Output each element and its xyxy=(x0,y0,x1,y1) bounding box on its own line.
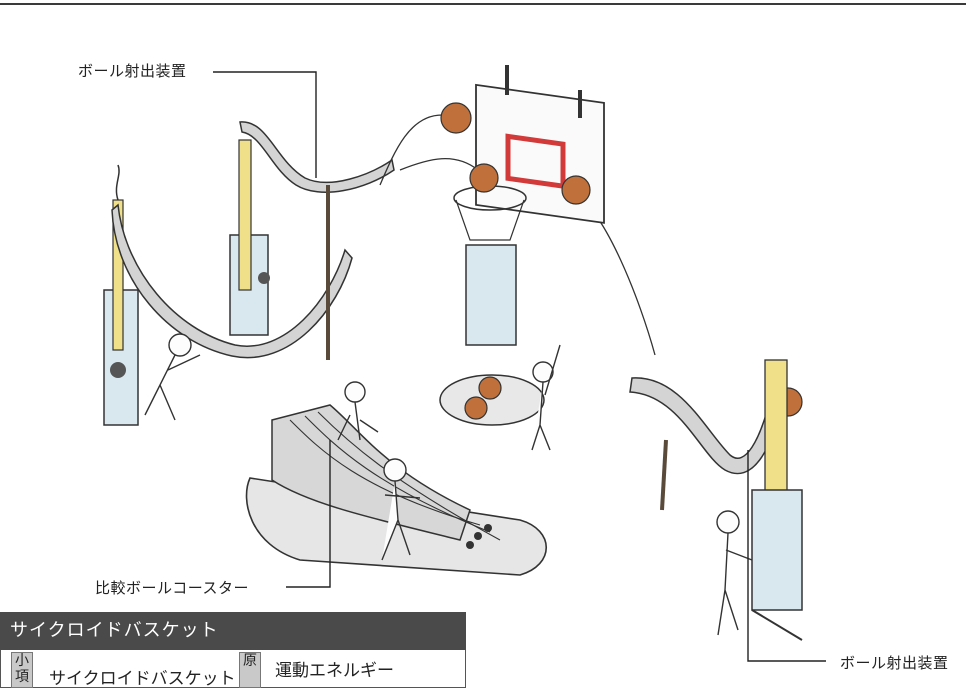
comparison-coaster xyxy=(245,404,547,576)
tag-small-item: 小項 xyxy=(11,652,33,688)
leader-lines xyxy=(213,71,826,662)
principle-value: 運動エネルギー xyxy=(275,661,394,681)
top-divider xyxy=(0,3,966,5)
panel-row: 小項 サイクロイドバスケット 原 運動エネルギー xyxy=(0,650,466,689)
back-launcher xyxy=(229,139,270,336)
small-item-value: サイクロイドバスケット xyxy=(49,669,236,689)
label-launcher-right: ボール射出装置 xyxy=(840,654,949,672)
ramp-supports xyxy=(326,185,668,511)
panel-title: サイクロイドバスケット xyxy=(0,612,466,650)
right-launcher xyxy=(751,359,803,641)
tag-principle: 原 xyxy=(239,652,261,688)
left-launcher xyxy=(103,164,139,426)
info-panel: サイクロイドバスケット 小項 サイクロイドバスケット 原 運動エネルギー xyxy=(0,612,466,689)
children-figures xyxy=(144,333,753,636)
label-launcher-top: ボール射出装置 xyxy=(78,62,187,80)
cycloid-ramps xyxy=(111,121,781,475)
label-coaster: 比較ボールコースター xyxy=(95,579,249,597)
